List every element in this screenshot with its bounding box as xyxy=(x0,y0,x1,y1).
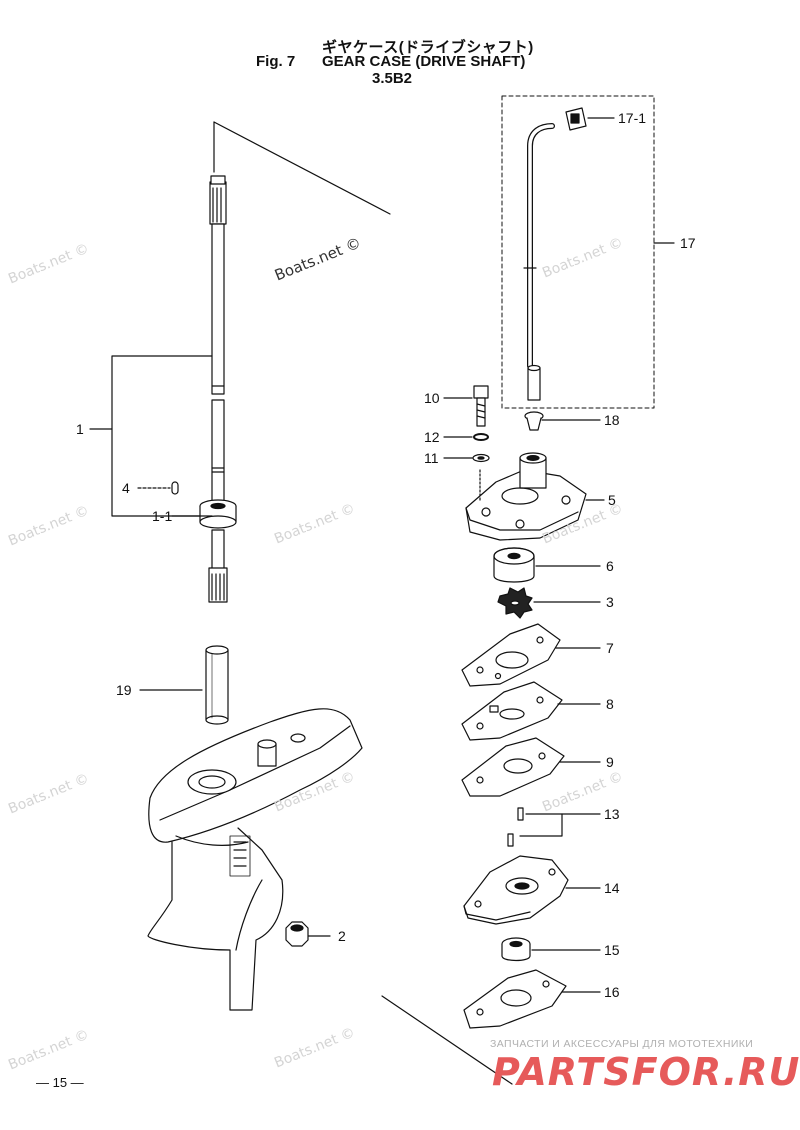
shop-logo: PARTSFOR.RU xyxy=(492,1050,800,1094)
callout-16: 16 xyxy=(604,984,620,1000)
callout-17: 17 xyxy=(680,235,696,251)
water-tube-group xyxy=(501,95,675,409)
bottom-gasket xyxy=(463,969,601,1029)
callout-3: 3 xyxy=(606,594,614,610)
callout-14: 14 xyxy=(604,880,620,896)
pin xyxy=(171,481,179,495)
callout-15: 15 xyxy=(604,942,620,958)
callout-8: 8 xyxy=(606,696,614,712)
impeller xyxy=(497,587,601,619)
model-label: 3.5B2 xyxy=(372,70,413,87)
callout-5: 5 xyxy=(608,492,616,508)
page-number: — 15 — xyxy=(36,1075,84,1090)
title-japanese: ギヤケース(ドライブシャフト) xyxy=(322,39,534,56)
callout-19: 19 xyxy=(116,682,132,698)
lock-washer xyxy=(443,433,489,441)
nut xyxy=(285,921,309,947)
assembly-guide-lines xyxy=(213,121,513,1085)
flat-washer xyxy=(443,453,490,463)
impeller-liner xyxy=(493,547,601,583)
oil-seal xyxy=(501,937,601,962)
callout-1-1: 1-1 xyxy=(152,508,173,524)
callout-13: 13 xyxy=(604,806,620,822)
grommet xyxy=(524,411,601,431)
callout-17-1: 17-1 xyxy=(618,110,647,126)
gear-case-housing xyxy=(147,708,363,1011)
callout-lines-left xyxy=(89,355,331,937)
bolt xyxy=(443,385,489,427)
figure-label: Fig. 7 xyxy=(256,53,296,70)
callout-1: 1 xyxy=(76,421,84,437)
shop-tagline: ЗАПЧАСТИ И АКСЕССУАРЫ ДЛЯ МОТОТЕХНИКИ xyxy=(490,1038,754,1050)
shaft-seal xyxy=(199,499,237,529)
callout-9: 9 xyxy=(606,754,614,770)
callout-11: 11 xyxy=(424,450,439,466)
pump-case-lower xyxy=(463,855,601,925)
callout-4: 4 xyxy=(122,480,130,496)
callout-10: 10 xyxy=(424,390,440,406)
callout-2: 2 xyxy=(338,928,346,944)
gasket-upper xyxy=(461,623,601,687)
drive-shaft xyxy=(208,175,228,603)
callout-18: 18 xyxy=(604,412,620,428)
pump-housing xyxy=(465,452,605,541)
dowel-pins xyxy=(507,807,601,847)
callout-6: 6 xyxy=(606,558,614,574)
collar xyxy=(205,645,229,725)
gasket-lower xyxy=(461,737,601,797)
callout-7: 7 xyxy=(606,640,614,656)
callout-12: 12 xyxy=(424,429,440,445)
page-title: GEAR CASE (DRIVE SHAFT) xyxy=(322,53,526,70)
outer-plate xyxy=(461,681,601,741)
